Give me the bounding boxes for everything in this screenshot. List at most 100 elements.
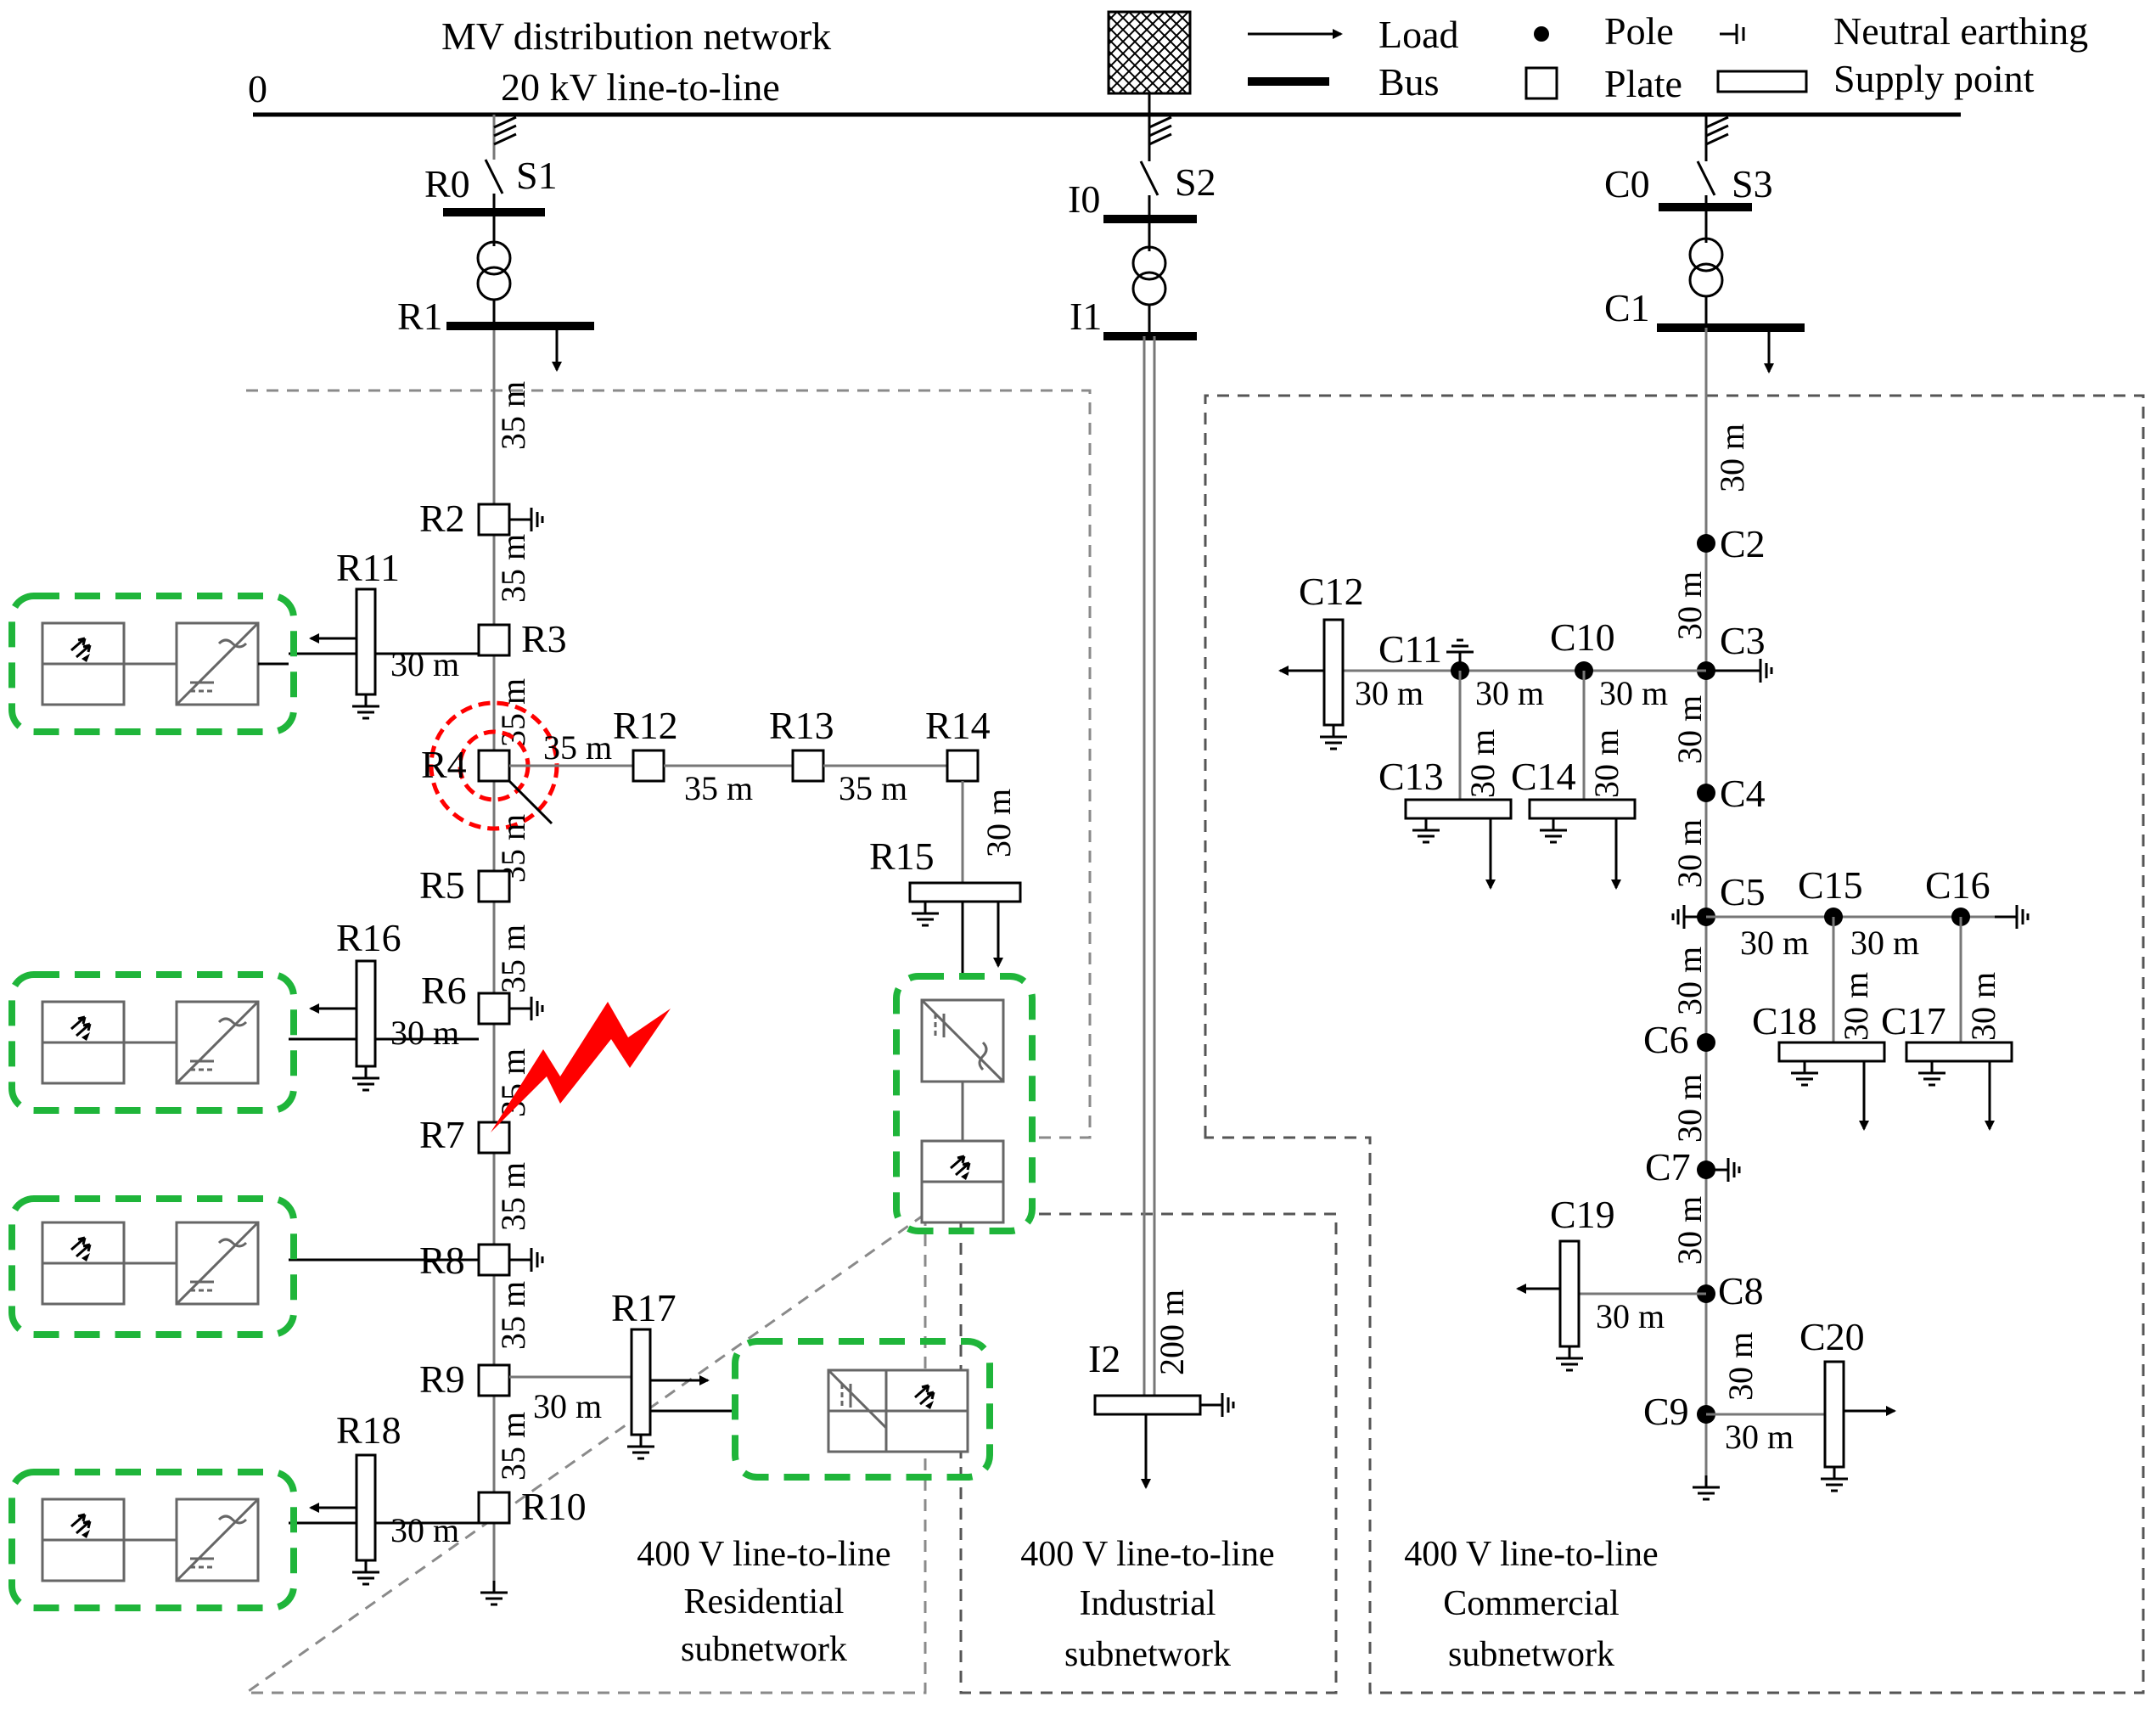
transformer-I-icon	[1131, 245, 1167, 306]
dist-R9-R17: 30 m	[533, 1387, 602, 1425]
node-R14: R14	[925, 704, 991, 747]
node-C19: C19	[1550, 1193, 1615, 1236]
supply-point-R17	[630, 1328, 652, 1436]
dist-C1-C2: 30 m	[1713, 424, 1751, 492]
switch-S1: S1	[516, 154, 558, 197]
earthing-R10-icon	[479, 1579, 509, 1606]
earthing-C9-icon	[1691, 1474, 1721, 1501]
node-R11: R11	[336, 546, 400, 589]
residential-name: Residential	[684, 1582, 845, 1621]
plate-R4	[477, 749, 511, 783]
pv-R16-icon	[41, 1000, 126, 1085]
bus-zero-label: 0	[248, 67, 267, 110]
pv-R18-icon	[41, 1498, 126, 1582]
plate-R13	[791, 749, 825, 783]
dist-C10-C11: 30 m	[1475, 674, 1544, 712]
earthing-C11-icon	[1445, 638, 1475, 672]
supply-point-C18	[1777, 1041, 1886, 1063]
earthing-R17-icon	[626, 1433, 656, 1460]
node-R15: R15	[869, 835, 935, 878]
der-group-R11	[8, 593, 297, 735]
dist-C7-C8: 30 m	[1670, 1196, 1709, 1265]
commercial-voltage: 400 V line-to-line	[1404, 1535, 1658, 1574]
node-C18: C18	[1752, 999, 1817, 1042]
industrial-name: Industrial	[1080, 1584, 1216, 1623]
earthing-R4-icon	[508, 779, 553, 825]
dist-C2-C3: 30 m	[1670, 571, 1709, 640]
pv-R15-icon	[920, 1139, 1005, 1224]
transformer-R-icon	[476, 240, 512, 301]
legend-supply-point-icon	[1716, 70, 1808, 93]
dist-C6-C7: 30 m	[1670, 1074, 1709, 1143]
node-I1: I1	[1070, 295, 1102, 338]
legend-pole-label: Pole	[1604, 9, 1674, 53]
node-R9: R9	[419, 1357, 465, 1401]
earthing-C17-icon	[1917, 1059, 1947, 1087]
dist-R5-R6: 35 m	[494, 924, 532, 993]
legend-plate-label: Plate	[1604, 62, 1682, 105]
supply-point-C14	[1528, 798, 1637, 820]
earthing-R16-icon	[351, 1065, 381, 1092]
node-R7: R7	[419, 1113, 465, 1156]
node-C8: C8	[1718, 1269, 1764, 1312]
dist-R4-R12: 35 m	[543, 728, 612, 767]
node-C4: C4	[1720, 772, 1766, 815]
node-R5: R5	[419, 863, 465, 907]
node-I0: I0	[1068, 177, 1100, 221]
dist-C3-C10: 30 m	[1599, 674, 1668, 712]
dist-C15-C18: 30 m	[1837, 972, 1875, 1041]
industrial-suffix: subnetwork	[1064, 1635, 1231, 1674]
dist-R8-R9: 35 m	[494, 1281, 532, 1350]
dist-R14-R15: 30 m	[980, 789, 1018, 857]
transformer-C-icon	[1688, 237, 1724, 298]
supply-point-C17	[1905, 1041, 2013, 1063]
earthing-R6-icon	[508, 995, 544, 1022]
plate-R9	[477, 1363, 511, 1397]
inverter-R8-icon	[175, 1221, 260, 1306]
node-R12: R12	[613, 704, 678, 747]
pole-C4	[1697, 784, 1715, 802]
earthing-R11-icon	[351, 693, 381, 720]
mv-network-title: MV distribution network	[441, 14, 831, 58]
plate-R8	[477, 1243, 511, 1277]
node-C12: C12	[1299, 570, 1364, 613]
dist-C5-C6: 30 m	[1670, 947, 1709, 1015]
node-R16: R16	[336, 916, 401, 959]
earthing-I2-icon	[1199, 1391, 1235, 1419]
node-C9: C9	[1643, 1390, 1689, 1433]
dist-C8-C19: 30 m	[1596, 1297, 1665, 1335]
supply-point-R16	[355, 959, 377, 1068]
plate-R6	[477, 992, 511, 1026]
dist-R1-R2: 35 m	[494, 381, 532, 450]
plate-R2	[477, 503, 511, 537]
node-C14: C14	[1511, 755, 1576, 798]
node-C13: C13	[1378, 755, 1444, 798]
node-C16: C16	[1925, 863, 1990, 907]
legend-earthing-icon	[1720, 24, 1745, 44]
node-R3: R3	[521, 617, 567, 660]
switch-S3: S3	[1732, 162, 1773, 205]
der-group-R15	[893, 973, 1036, 1234]
node-I2: I2	[1088, 1337, 1120, 1380]
earthing-C19-icon	[1554, 1345, 1585, 1372]
dist-C10-C14: 30 m	[1587, 729, 1625, 798]
node-C2: C2	[1720, 522, 1766, 565]
commercial-suffix: subnetwork	[1448, 1635, 1614, 1674]
der-group-R16	[8, 971, 297, 1114]
residential-subnet-border	[242, 389, 1092, 1694]
residential-voltage: 400 V line-to-line	[637, 1535, 890, 1574]
plate-R3	[477, 623, 511, 657]
earthing-C5-icon	[1671, 903, 1708, 930]
dist-I1-I2: 200 m	[1153, 1290, 1191, 1375]
inverter-R16-icon	[175, 1000, 260, 1085]
node-C17: C17	[1881, 999, 1946, 1042]
node-C20: C20	[1799, 1315, 1865, 1358]
dist-R3-R11: 30 m	[390, 645, 459, 683]
fault-lightning-icon	[491, 1002, 671, 1132]
plate-R5	[477, 869, 511, 903]
supply-point-C20	[1823, 1360, 1845, 1469]
dist-C16-C17: 30 m	[1964, 972, 2002, 1041]
legend-supply-point-label: Supply point	[1833, 57, 2035, 100]
dist-C8-C9: 30 m	[1721, 1332, 1760, 1401]
